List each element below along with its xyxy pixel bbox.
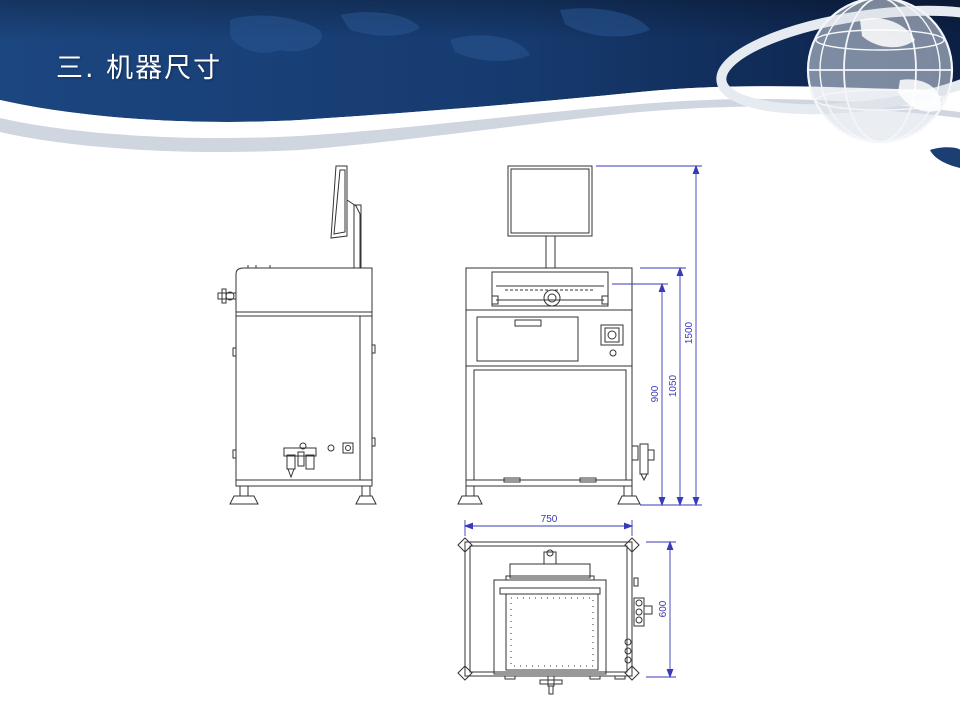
dim-depth: 600 [658,600,669,617]
front-lower-body [465,365,633,481]
dimension-lines [463,164,702,679]
top-table [493,579,607,675]
world-map-texture [230,8,650,62]
side-view [217,165,377,505]
dim-body-height: 1050 [668,374,679,397]
dim-width: 750 [541,514,558,525]
front-spindle [543,289,561,307]
dim-table-height: 900 [650,385,661,402]
front-drawer [476,316,579,362]
side-air-regulator [283,442,317,479]
header-banner [0,0,960,168]
side-monitor-arm [346,199,361,268]
slide-title: 三. 机器尺寸 [56,53,223,84]
top-air-regulator [633,597,653,627]
side-feet [229,485,377,505]
front-view [457,165,655,505]
front-air-regulator [631,443,655,482]
top-handle [539,675,563,695]
front-monitor-pole [545,235,556,269]
front-feet [457,485,641,505]
side-handle [217,288,237,304]
dim-total-height: 1500 [684,321,695,344]
top-frame [464,541,633,677]
front-monitor [507,165,593,237]
front-control-panel [600,324,624,357]
globe-icon [716,0,960,168]
side-switch [342,442,354,454]
front-top-section [465,267,633,311]
header-swoosh-gray [0,98,960,152]
side-port [327,444,335,452]
top-view [457,537,653,695]
dimension-labels: 1500 1050 900 750 600 [541,321,695,617]
header-swoosh [0,86,960,138]
side-top-cabinet [235,267,373,313]
